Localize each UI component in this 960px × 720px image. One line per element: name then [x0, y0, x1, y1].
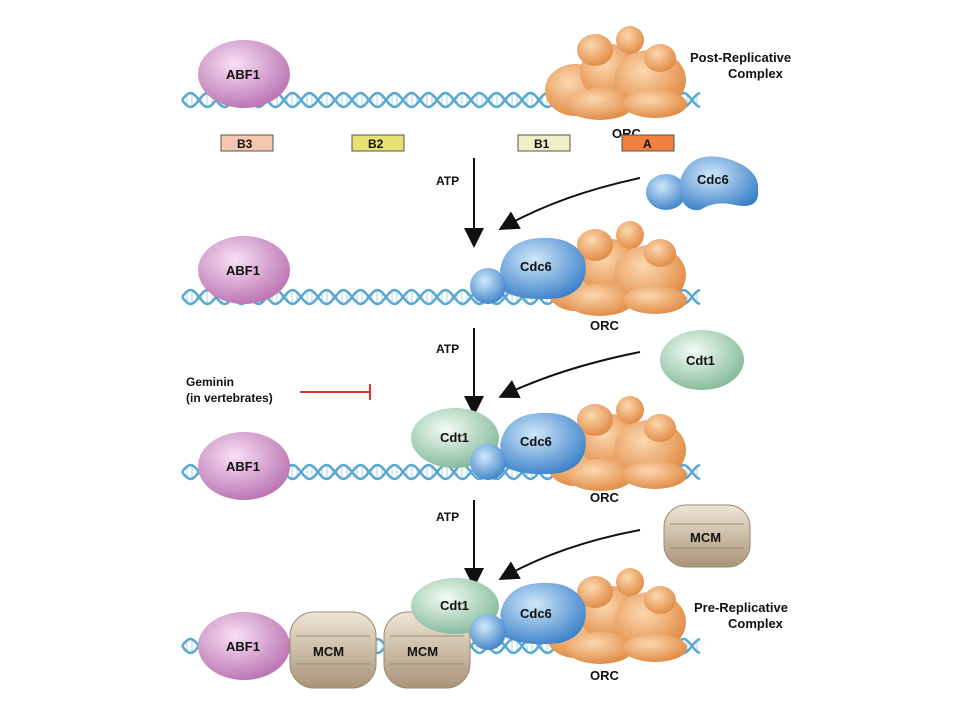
element-a: A	[621, 134, 675, 152]
mcm-label-1: MCM	[313, 644, 344, 659]
cdc6-label-4: Cdc6	[520, 606, 552, 621]
atp-label-1: ATP	[436, 174, 459, 188]
geminin-label-1: Geminin	[186, 375, 234, 389]
atp-label-2: ATP	[436, 342, 459, 356]
row-1: ABF1 ORC Post-Replicative Complex B3 B2 …	[181, 26, 791, 152]
pre-replicative-label-1: Pre-Replicative	[694, 600, 788, 615]
orc-protein	[545, 26, 687, 120]
cdt1-label-free: Cdt1	[686, 353, 715, 368]
orc-label-4: ORC	[590, 668, 620, 683]
cdc6-bound-4	[500, 582, 586, 645]
abf1-protein-2	[198, 236, 290, 304]
recruit-arrow-mcm	[498, 529, 641, 580]
cdt1-label-3: Cdt1	[440, 430, 469, 445]
abf1-protein-4	[198, 612, 290, 680]
row-4: ABF1 MCM MCM Cdt1 Cdc6 ORC	[181, 568, 788, 689]
element-b3: B3	[220, 134, 274, 152]
cdc6-head-3	[470, 444, 506, 480]
element-b2: B2	[351, 134, 405, 152]
svg-text:B3: B3	[237, 137, 253, 151]
cdc6-head-2	[470, 268, 506, 304]
cdc6-free: Cdc6	[646, 156, 759, 211]
element-b1: B1	[517, 134, 571, 152]
abf1-label-3: ABF1	[226, 459, 260, 474]
abf1-label-2: ABF1	[226, 263, 260, 278]
mcm-free: MCM	[663, 504, 751, 568]
abf1-label: ABF1	[226, 67, 260, 82]
cdc6-bound-2	[500, 237, 586, 300]
orc-label-3: ORC	[590, 490, 620, 505]
mcm-label-2: MCM	[407, 644, 438, 659]
cdc6-head-4	[470, 614, 506, 650]
recruit-arrow-cdt1	[498, 351, 641, 399]
svg-text:B1: B1	[534, 137, 550, 151]
cdc6-bound-3	[500, 412, 586, 475]
atp-label-3: ATP	[436, 510, 459, 524]
mcm-loaded-1: MCM	[289, 611, 377, 689]
svg-text:B2: B2	[368, 137, 384, 151]
cdc6-label-3: Cdc6	[520, 434, 552, 449]
geminin-label-2: (in vertebrates)	[186, 391, 273, 405]
cdc6-label-2: Cdc6	[520, 259, 552, 274]
abf1-protein	[198, 40, 290, 108]
svg-text:A: A	[643, 137, 652, 151]
cdt1-label-4: Cdt1	[440, 598, 469, 613]
orc-label-2: ORC	[590, 318, 620, 333]
row-3: ABF1 Cdt1 Cdc6 ORC	[181, 396, 701, 505]
recruit-arrow-cdc6	[498, 177, 641, 230]
cdc6-label-free: Cdc6	[697, 172, 729, 187]
cdt1-free: Cdt1	[660, 330, 744, 390]
abf1-protein-3	[198, 432, 290, 500]
post-replicative-label-1: Post-Replicative	[690, 50, 791, 65]
post-replicative-label-2: Complex	[728, 66, 784, 81]
mcm-label-free: MCM	[690, 530, 721, 545]
pre-replicative-label-2: Complex	[728, 616, 784, 631]
geminin-inhibitor: Geminin (in vertebrates)	[186, 375, 371, 405]
row-2: ABF1 Cdc6 ORC	[181, 221, 701, 333]
abf1-label-4: ABF1	[226, 639, 260, 654]
